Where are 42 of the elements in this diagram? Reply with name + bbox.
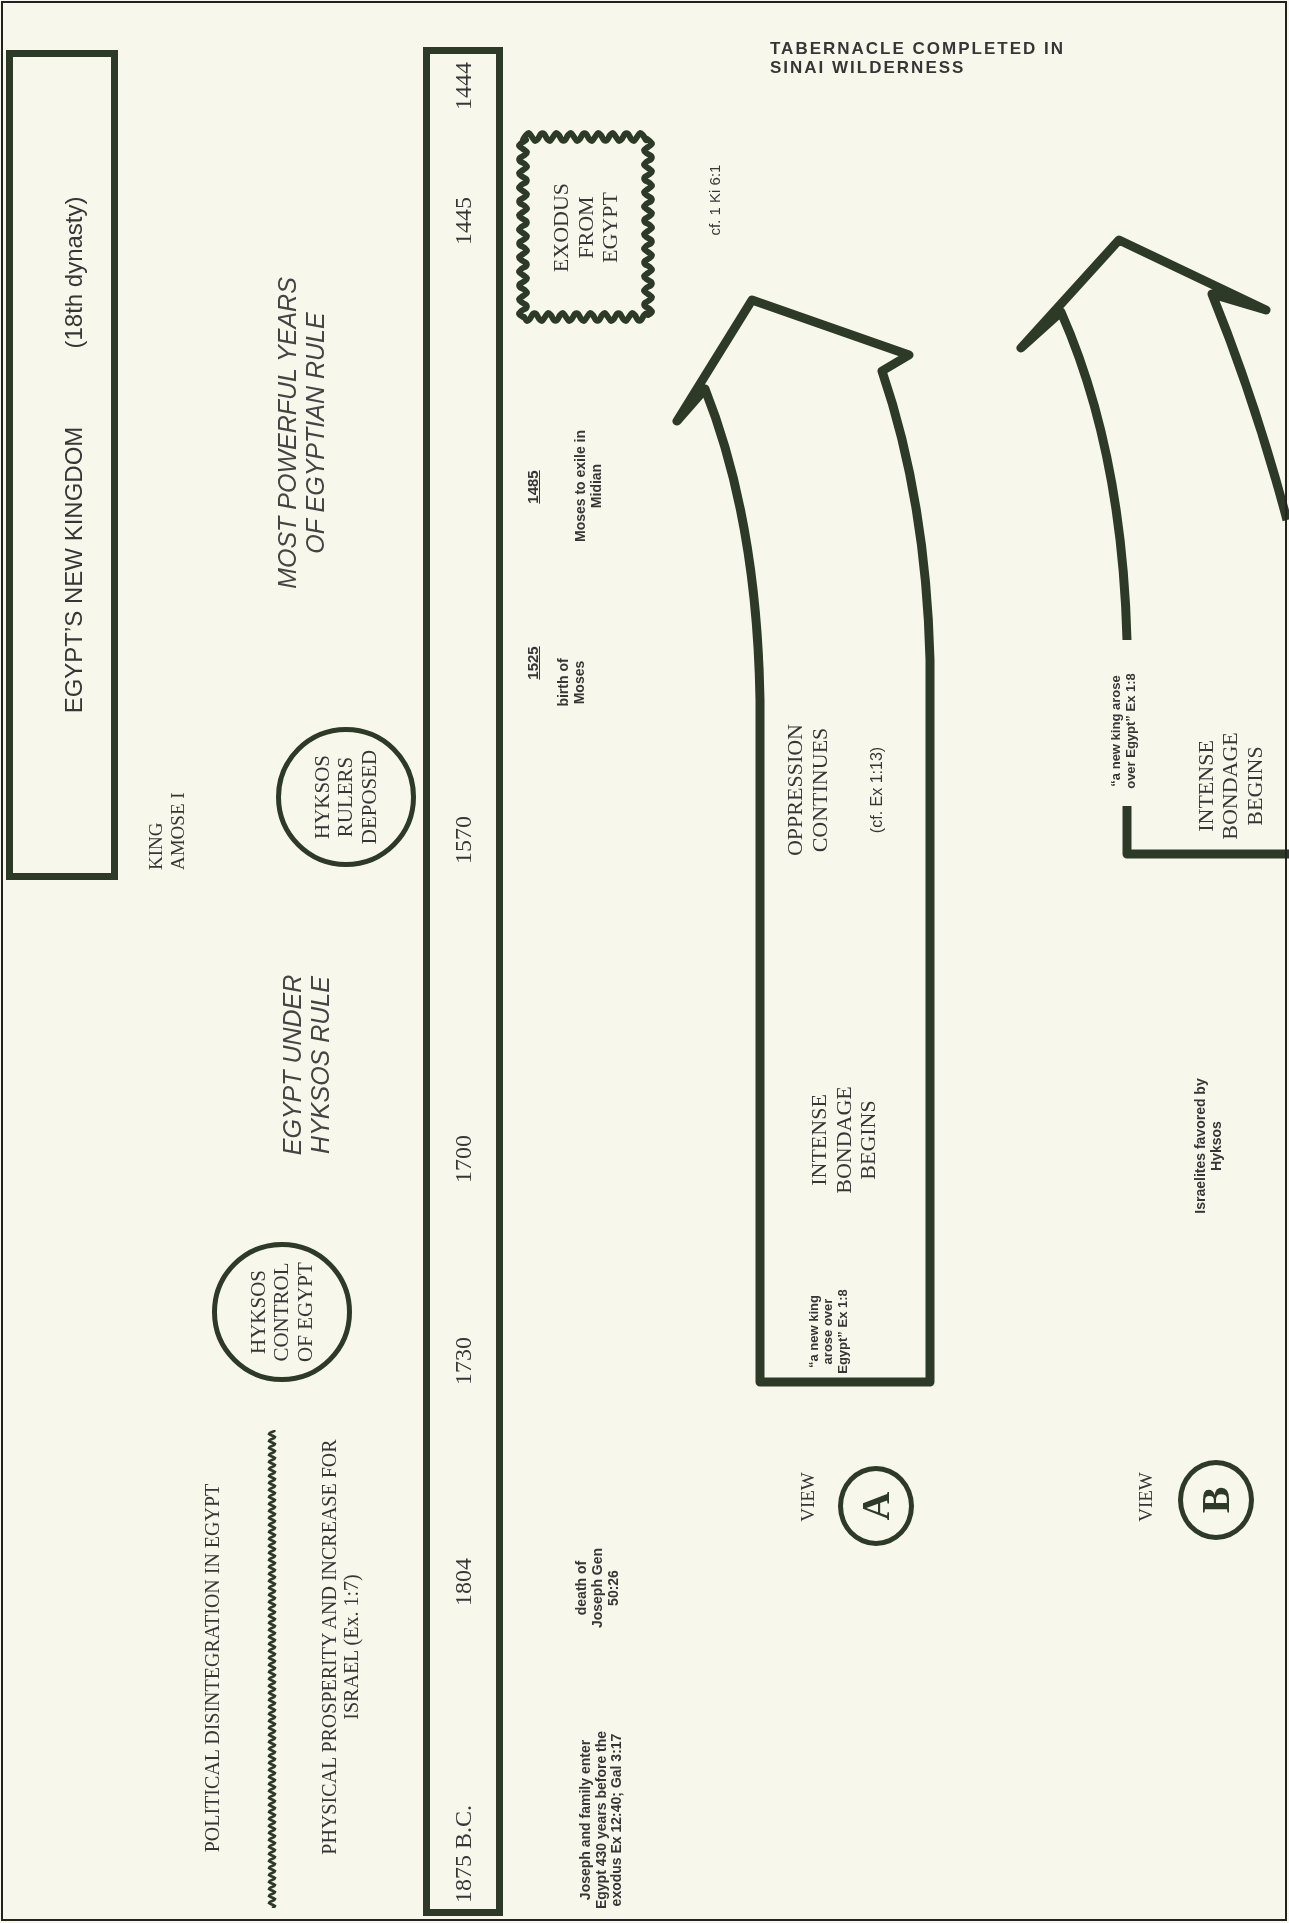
date-label: 1485	[523, 469, 543, 506]
event-text: HYKSOS CONTROL OF EGYPT	[244, 1261, 318, 1364]
year-label: 1700	[448, 1134, 477, 1185]
arrow-text: INTENSE BONDAGE BEGINS	[805, 1085, 882, 1196]
ruler-name: KING AMOSE I	[144, 791, 189, 870]
year-label: 1444	[448, 61, 477, 112]
event-note: death of Joseph Gen 50:26	[572, 1546, 622, 1631]
reference-text: (cf. Ex 1:13)	[867, 745, 887, 836]
event-circle	[212, 1242, 352, 1382]
box-note: (18th dynasty)	[58, 195, 88, 351]
event-note: Israelites favored by Hyksos	[1191, 1077, 1225, 1216]
box-heading: EGYPT’S NEW KINGDOM	[58, 425, 88, 716]
event-note: birth of Moses	[554, 657, 588, 709]
year-label: 1730	[448, 1336, 477, 1387]
view-label: VIEW	[796, 1471, 820, 1524]
quote-text: “a new king arose over Egypt” Ex 1:8	[804, 1288, 851, 1376]
year-label: 1875 B.C.	[448, 1804, 477, 1905]
event-text: HYKSOS RULERS DEPOSED	[308, 748, 382, 847]
view-label: VIEW	[1134, 1471, 1158, 1524]
wavy-box	[515, 129, 656, 325]
date-label: 1525	[523, 645, 543, 682]
arrow-text: INTENSE BONDAGE BEGINS	[1191, 731, 1268, 842]
period-text: MOST POWERFUL YEARS OF EGYPTIAN RULE	[272, 276, 330, 591]
kingdom-box	[6, 50, 118, 880]
reference-text: cf. 1 Ki 6:1	[704, 163, 724, 238]
arrow-text: OPPRESSION CONTINUES	[781, 723, 833, 859]
view-letter: B	[1178, 1460, 1254, 1540]
block-arrow	[1015, 235, 1289, 862]
quote-text: “a new king arose over Egypt” Ex 1:8	[1107, 672, 1139, 791]
year-label: 1445	[448, 196, 477, 247]
trend-text: PHYSICAL PROSPERITY AND INCREASE FOR ISRAEL (Ex. 1:7)	[316, 1438, 364, 1857]
trend-text: POLITICAL DISINTEGRATION IN EGYPT	[199, 1482, 224, 1855]
event-note: Joseph and family enter Egypt 430 years before the exodus Ex 12:40; Gal 3:17	[576, 1729, 626, 1912]
note-text: TABERNACLE COMPLETED IN SINAI WILDERNESS	[770, 37, 1066, 79]
year-label: 1570	[448, 815, 477, 866]
event-text: EXODUS FROM EGYPT	[547, 181, 624, 275]
view-letter: A	[838, 1466, 914, 1546]
period-text: EGYPT UNDER HYKSOS RULE	[277, 973, 335, 1158]
event-circle	[276, 727, 416, 867]
timeline-bar	[423, 47, 503, 1916]
year-label: 1804	[448, 1557, 477, 1608]
event-note: Moses to exile in Midian	[570, 429, 605, 545]
